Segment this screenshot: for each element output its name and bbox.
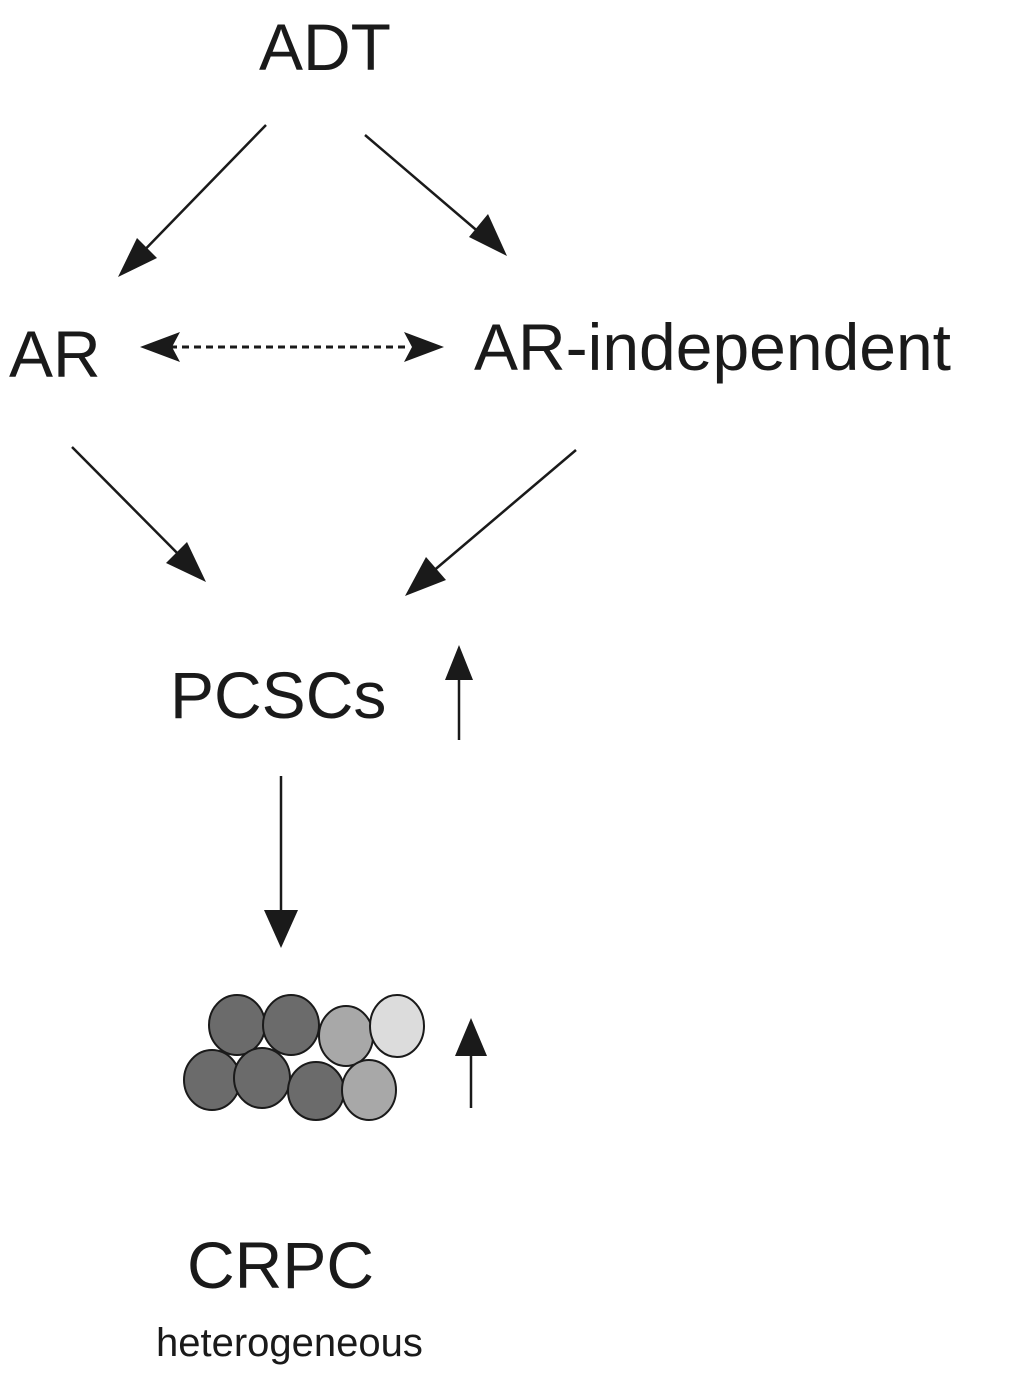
cell [341, 1059, 397, 1121]
arrow-ar-to-pcscs [71, 446, 206, 582]
arrow-adt-to-ar [118, 124, 267, 277]
cell [318, 1005, 374, 1067]
arrow-ar-bidirectional-ar-independent [140, 332, 444, 362]
node-adt: ADT [259, 10, 391, 84]
increase-arrow-pcscs [445, 645, 473, 740]
cell-cluster [183, 994, 425, 1121]
cell [287, 1061, 345, 1121]
cell [183, 1049, 241, 1111]
node-ar-independent: AR-independent [474, 310, 952, 384]
cell [233, 1047, 291, 1109]
node-crpc: CRPC [187, 1228, 375, 1302]
cell [208, 994, 266, 1056]
cell [369, 994, 425, 1058]
arrow-adt-to-ar-independent [364, 134, 507, 256]
increase-arrow-crpc [455, 1018, 487, 1108]
node-ar: AR [9, 317, 101, 391]
node-crpc-note: heterogeneous [156, 1321, 423, 1365]
node-pcscs: PCSCs [170, 658, 387, 732]
arrow-pcscs-to-crpc [264, 776, 298, 948]
cell [262, 994, 320, 1056]
arrow-ar-independent-to-pcscs [405, 449, 577, 596]
